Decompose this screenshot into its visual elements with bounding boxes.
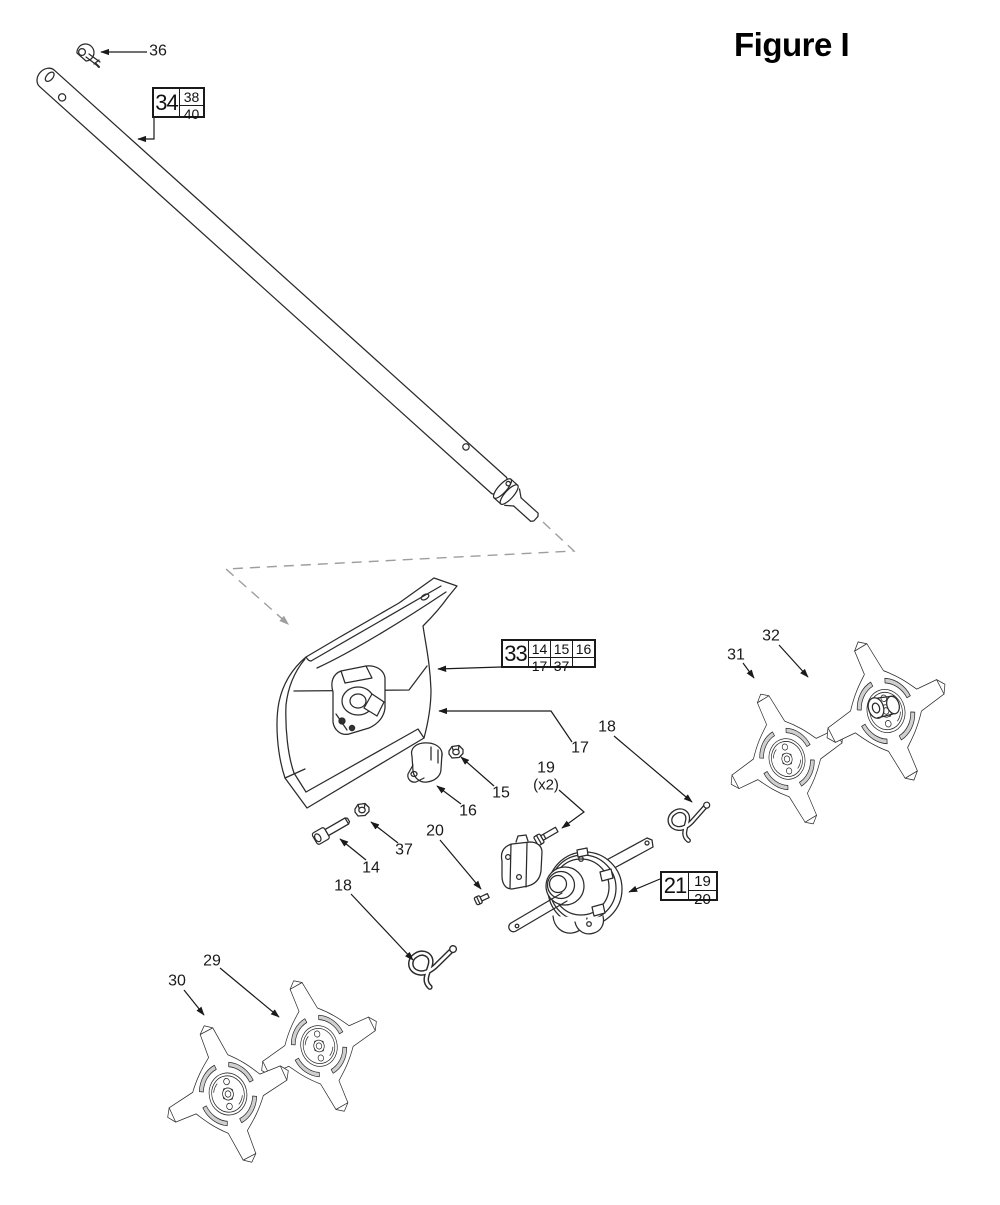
callout-box-34-bottom: 40 <box>180 105 203 122</box>
callout-box-33-r2c1: 17 <box>529 657 550 674</box>
callout-box-21-top: 19 <box>694 873 711 890</box>
square-nut-15 <box>448 744 464 759</box>
callout-32: 32 <box>762 627 780 645</box>
callout-box-34: 34 38 40 <box>152 87 205 122</box>
hex-bolt-19 <box>533 826 559 846</box>
callout-36: 36 <box>149 42 167 60</box>
shaft-locating-hole <box>57 93 67 102</box>
callout-box-33-r1c3: 16 <box>575 641 592 657</box>
callout-box-33: 33 14 17 15 37 16 <box>501 639 596 674</box>
tiller-gearbox-assembly <box>500 834 654 935</box>
callout-20: 20 <box>426 822 444 840</box>
callout-box-34-top: 38 <box>183 89 200 105</box>
callout-box-21-bottom: 20 <box>689 890 716 908</box>
tine-guard-shield <box>276 577 458 809</box>
square-nut-37 <box>354 802 370 817</box>
tine-32-hub-collar <box>867 695 900 719</box>
gearbox-housing <box>545 847 623 935</box>
assembly-guide-dashed-line <box>224 521 576 625</box>
shaft-clamp <box>407 742 443 783</box>
callout-18-right: 18 <box>598 718 616 736</box>
callout-37: 37 <box>395 841 413 859</box>
cotter-pin-bottom <box>407 939 457 991</box>
shaft-coupler <box>492 478 539 523</box>
shaft-end-slot <box>44 71 55 83</box>
tine-blade-31 <box>710 675 864 843</box>
callout-18-bottom: 18 <box>334 877 352 895</box>
callout-31: 31 <box>727 646 745 664</box>
callout-box-33-main: 33 <box>504 640 527 666</box>
tine-blade-30 <box>150 1010 306 1178</box>
figure-title: Figure I <box>734 26 850 63</box>
set-screw-20 <box>473 893 490 906</box>
socket-head-bolt-14 <box>311 817 351 845</box>
callout-29: 29 <box>203 952 221 970</box>
callout-box-33-r2c2: 37 <box>551 657 572 674</box>
callout-15: 15 <box>492 784 510 802</box>
callout-19: 19 (x2) <box>533 759 559 794</box>
tine-blade-32 <box>804 622 968 800</box>
clutch-bracket <box>500 834 543 890</box>
callout-19-number: 19 <box>537 759 555 777</box>
callout-17: 17 <box>571 739 589 757</box>
boom-shaft-tube <box>36 67 539 523</box>
axle-shaft-left <box>508 892 568 933</box>
cotter-pin-right <box>668 799 710 843</box>
callout-box-21: 21 19 20 <box>660 871 718 908</box>
guard-mount-bracket <box>331 665 386 736</box>
callout-14: 14 <box>362 859 380 877</box>
callout-leader-lines <box>100 48 809 1018</box>
callout-box-21-main: 21 <box>663 873 687 898</box>
callout-30: 30 <box>168 972 186 990</box>
shaft-button-hole <box>462 443 470 451</box>
callout-19-quantity: (x2) <box>533 776 559 794</box>
retaining-clip <box>76 43 101 68</box>
callout-box-34-main: 34 <box>155 89 178 115</box>
callout-box-33-r1c2: 15 <box>553 641 570 657</box>
tine-blade-29 <box>242 963 396 1129</box>
callout-16: 16 <box>459 802 477 820</box>
callout-box-33-r2c3 <box>573 657 594 666</box>
callout-box-33-r1c1: 14 <box>531 641 548 657</box>
